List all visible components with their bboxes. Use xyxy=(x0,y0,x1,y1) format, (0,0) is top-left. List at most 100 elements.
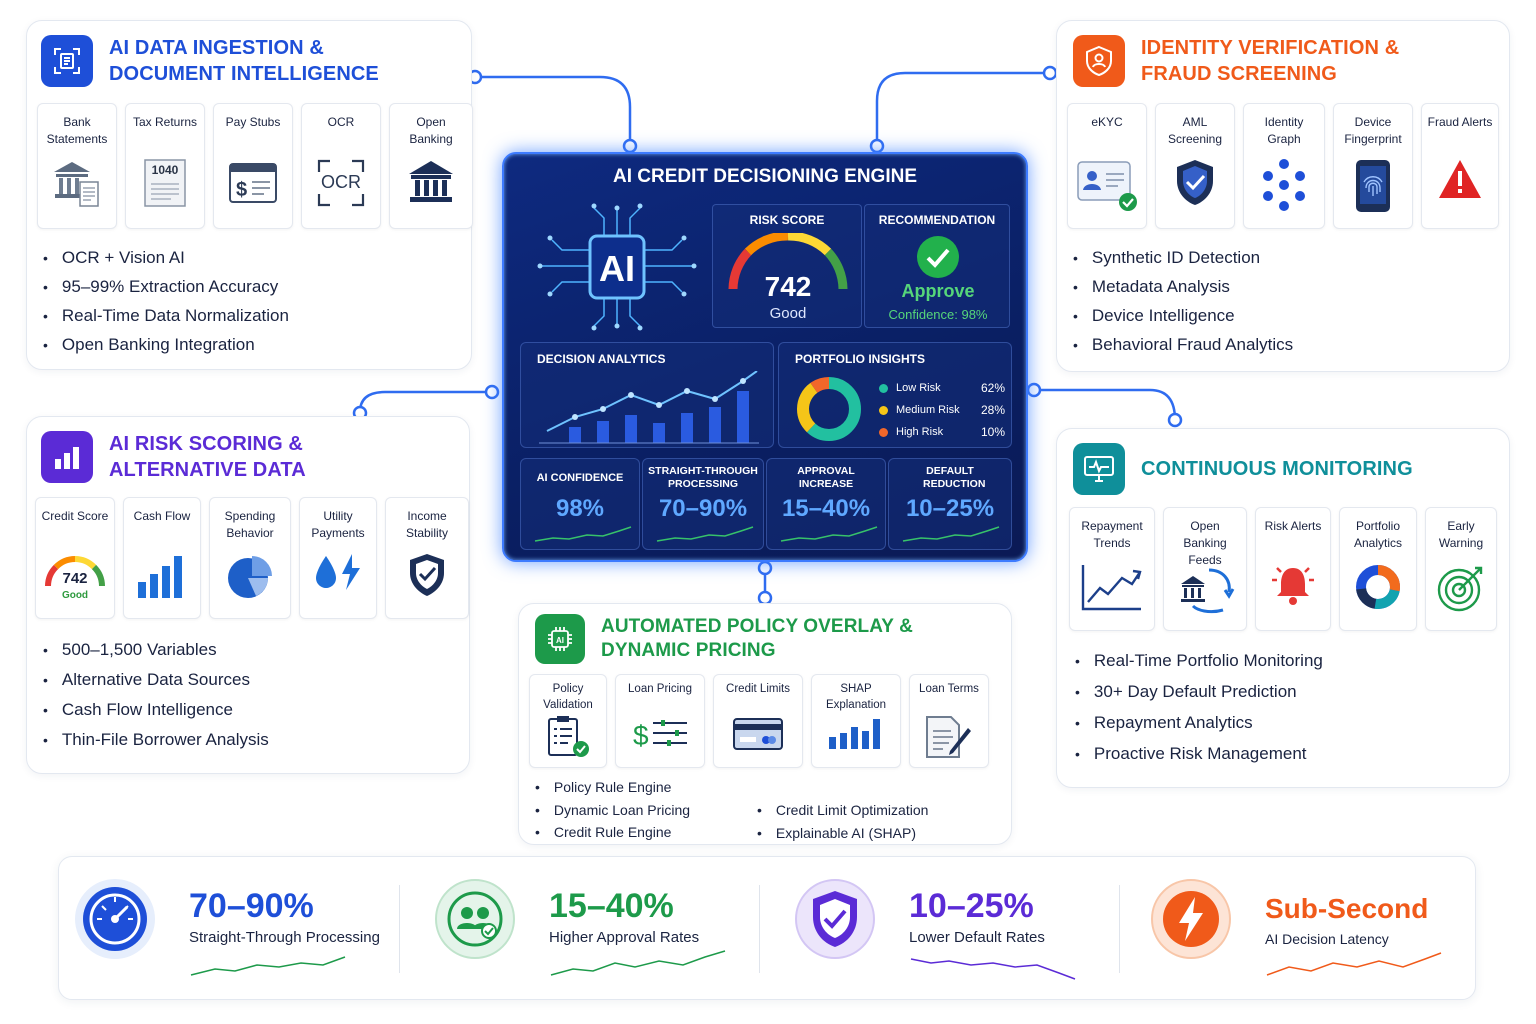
portfolio-legend: Low Risk 62% Medium Risk 28% High Risk 1… xyxy=(879,377,1005,443)
recommendation-card: RECOMMENDATION Approve Confidence: 98% xyxy=(864,204,1010,328)
ai-chip-icon: AI xyxy=(535,614,585,664)
tile-ocr[interactable]: OCR OCR xyxy=(301,103,381,229)
tile-ekyc[interactable]: eKYC xyxy=(1067,103,1147,229)
tile-shap-explanation[interactable]: SHAP Explanation xyxy=(811,674,901,768)
identity-panel: IDENTITY VERIFICATION & FRAUD SCREENING … xyxy=(1056,20,1510,372)
bullet: Alternative Data Sources xyxy=(43,665,269,695)
ai-chip: AI xyxy=(522,200,712,332)
pay-stub-icon: $ xyxy=(228,158,278,208)
analytics-chart xyxy=(539,371,759,444)
svg-text:$: $ xyxy=(633,720,649,751)
svg-text:$: $ xyxy=(236,179,247,201)
document-pen-icon xyxy=(923,715,975,759)
policy-panel: AI AUTOMATED POLICY OVERLAY & DYNAMIC PR… xyxy=(518,603,1012,845)
checklist-icon xyxy=(545,715,591,759)
trend-sparkline xyxy=(1266,952,1442,976)
bank-building-icon xyxy=(407,158,455,206)
tile-identity-graph[interactable]: Identity Graph xyxy=(1243,103,1325,229)
tile-spending-behavior[interactable]: Spending Behavior xyxy=(209,497,291,619)
tile-loan-terms[interactable]: Loan Terms xyxy=(909,674,989,768)
divider xyxy=(399,885,400,973)
policy-title: AUTOMATED POLICY OVERLAY & DYNAMIC PRICI… xyxy=(601,616,913,661)
engine-title: AI CREDIT DECISIONING ENGINE xyxy=(612,166,918,187)
portfolio-insights-card: PORTFOLIO INSIGHTS Low Risk 62% Medium R… xyxy=(778,342,1012,448)
trend-sparkline xyxy=(190,956,346,976)
divider xyxy=(759,885,760,973)
tile-open-banking-feeds[interactable]: Open Banking Feeds xyxy=(1163,507,1247,631)
kpi-stp: STRAIGHT-THROUGH PROCESSING 70–90% xyxy=(642,458,764,550)
trend-sparkline xyxy=(550,950,726,976)
credit-gauge-icon: 742 Good xyxy=(42,552,108,608)
tile-loan-pricing[interactable]: Loan Pricing $ xyxy=(615,674,705,768)
trend-line-icon xyxy=(1080,562,1144,612)
sparkline xyxy=(902,526,1000,542)
portfolio-donut xyxy=(797,377,861,441)
tile-credit-limits[interactable]: Credit Limits xyxy=(713,674,803,768)
bar-chart-icon xyxy=(827,715,885,751)
decisioning-engine: AI CREDIT DECISIONING ENGINE AI RISK SCO… xyxy=(502,152,1028,562)
water-bolt-icon xyxy=(312,552,364,592)
monitor-pulse-icon xyxy=(1073,443,1125,495)
bullet: Dynamic Loan Pricing xyxy=(535,799,690,822)
risk-gauge xyxy=(728,233,848,290)
tile-pay-stubs[interactable]: Pay Stubs $ xyxy=(213,103,293,229)
warning-triangle-icon xyxy=(1437,158,1483,200)
monitoring-title: CONTINUOUS MONITORING xyxy=(1141,458,1413,480)
tile-cash-flow[interactable]: Cash Flow xyxy=(123,497,201,619)
tile-open-banking[interactable]: Open Banking xyxy=(389,103,473,229)
donut-slice-1 xyxy=(797,377,861,441)
fingerprint-phone-icon xyxy=(1354,158,1392,214)
bullet: Synthetic ID Detection xyxy=(1073,243,1293,272)
shield-check-icon xyxy=(407,552,447,598)
tile-portfolio-analytics[interactable]: Portfolio Analytics xyxy=(1339,507,1417,631)
bullet: Credit Rule Engine xyxy=(535,821,690,844)
ingestion-panel: AI DATA INGESTION & DOCUMENT INTELLIGENC… xyxy=(26,20,473,370)
bullet: Metadata Analysis xyxy=(1073,272,1293,301)
stats-bar: 70–90% Straight-Through Processing 15–40… xyxy=(58,856,1476,1000)
ocr-scan-icon: OCR xyxy=(316,158,366,208)
trend-sparkline xyxy=(910,958,1076,980)
tile-bank-statements[interactable]: Bank Statements xyxy=(37,103,117,229)
stat-stp: 70–90% Straight-Through Processing xyxy=(59,857,399,1001)
bullet: OCR + Vision AI xyxy=(43,243,289,272)
tile-fraud-alerts[interactable]: Fraud Alerts xyxy=(1421,103,1499,229)
bullet: 95–99% Extraction Accuracy xyxy=(43,272,289,301)
ingestion-title: AI DATA INGESTION & DOCUMENT INTELLIGENC… xyxy=(109,37,379,85)
tile-utility-payments[interactable]: Utility Payments xyxy=(299,497,377,619)
kpi-ai-confidence: AI CONFIDENCE 98% xyxy=(520,458,640,550)
bullet: Cash Flow Intelligence xyxy=(43,695,269,725)
legend-item: Low Risk 62% xyxy=(879,377,1005,399)
bullet: Open Banking Integration xyxy=(43,330,289,359)
legend-item: High Risk 10% xyxy=(879,421,1005,443)
bullet: Device Intelligence xyxy=(1073,301,1293,330)
tile-device-fingerprint[interactable]: Device Fingerprint xyxy=(1333,103,1413,229)
donut-chart-icon xyxy=(1353,562,1403,612)
kpi-approval: APPROVAL INCREASE 15–40% xyxy=(766,458,886,550)
bullet: 30+ Day Default Prediction xyxy=(1075,676,1323,707)
legend-item: Medium Risk 28% xyxy=(879,399,1005,421)
stat-default: 10–25% Lower Default Rates xyxy=(779,857,1119,1001)
bank-sync-icon xyxy=(1173,562,1237,616)
dollar-sliders-icon: $ xyxy=(631,715,689,751)
sparkline xyxy=(780,526,878,542)
legend-dot xyxy=(879,383,888,393)
identity-title: IDENTITY VERIFICATION & FRAUD SCREENING xyxy=(1141,37,1400,85)
network-graph-icon xyxy=(1258,158,1310,212)
tile-repayment-trends[interactable]: Repayment Trends xyxy=(1069,507,1155,631)
tile-early-warning[interactable]: Early Warning xyxy=(1425,507,1497,631)
tile-credit-score[interactable]: Credit Score 742 Good xyxy=(35,497,115,619)
stat-latency: Sub-Second AI Decision Latency xyxy=(1139,857,1477,1001)
tile-income-stability[interactable]: Income Stability xyxy=(385,497,469,619)
tile-policy-validation[interactable]: Policy Validation xyxy=(529,674,607,768)
id-card-check-icon xyxy=(1076,158,1138,212)
monitoring-panel: CONTINUOUS MONITORING Repayment Trends O… xyxy=(1056,428,1510,788)
tile-risk-alerts[interactable]: Risk Alerts xyxy=(1255,507,1331,631)
bullet: Real-Time Data Normalization xyxy=(43,301,289,330)
tile-aml-screening[interactable]: AML Screening xyxy=(1155,103,1235,229)
bullet: Policy Rule Engine xyxy=(535,776,690,799)
tile-tax-returns[interactable]: Tax Returns 1040 xyxy=(125,103,205,229)
kpi-default: DEFAULT REDUCTION 10–25% xyxy=(888,458,1012,550)
bar-chart-icon xyxy=(136,552,188,600)
bank-statement-icon xyxy=(50,158,104,208)
bullet: Thin-File Borrower Analysis xyxy=(43,725,269,755)
